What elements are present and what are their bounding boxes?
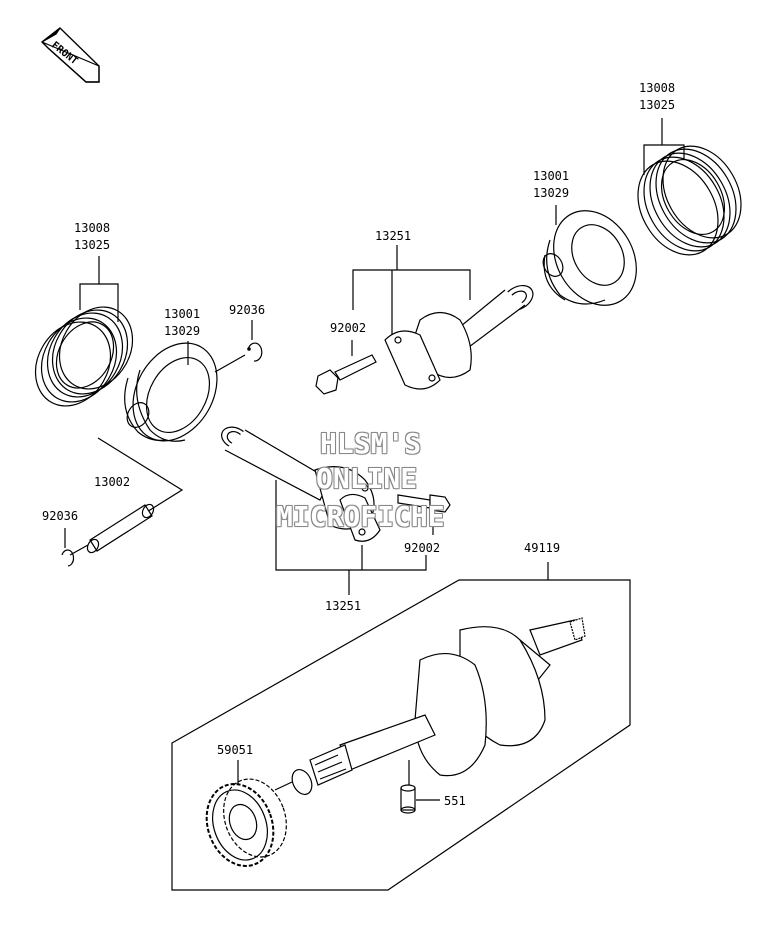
watermark-line-2: ONLINE [316,462,418,495]
rod-bolt-top [315,354,377,395]
label-dowel: 551 [444,794,466,808]
piston-pin [86,503,155,554]
connecting-rod-right [384,284,534,390]
label-rod-assy-bottom: 13251 [325,599,362,613]
label-piston-left-2: 13029 [164,324,201,338]
watermark-line-1: HLSM'S [320,427,422,460]
piston-rings-left [34,306,134,407]
piston-right [542,210,637,306]
label-rod-assy-top: 13251 [375,229,412,243]
circlip-left-bottom [61,549,75,567]
connecting-rod-left [221,426,381,542]
label-piston-right-2: 13029 [533,186,570,200]
crank-gear [205,778,287,867]
label-clip-left-bottom: 92036 [42,509,79,523]
label-rings-left-2: 13025 [74,238,111,252]
label-bolt-bottom: 92002 [404,541,441,555]
crankshaft-frame [171,579,631,891]
piston-left [124,342,218,442]
label-bolt-top: 92002 [330,321,367,335]
label-pin: 13002 [94,475,131,489]
label-rings-right-1: 13008 [639,81,676,95]
circlip-left-top [247,342,263,362]
label-gear: 59051 [217,743,254,757]
dowel-pin [400,784,416,814]
rod-bolt-bottom [397,494,451,513]
label-piston-left-1: 13001 [164,307,201,321]
watermark-line-3: MICROFICHE [276,500,445,533]
crankshaft [291,617,586,795]
label-clip-left-top: 92036 [229,303,266,317]
label-piston-right-1: 13001 [533,169,570,183]
label-rings-left-1: 13008 [74,221,111,235]
piston-rings-right [637,145,742,256]
label-rings-right-2: 13025 [639,98,676,112]
label-crankshaft: 49119 [524,541,561,555]
front-arrow-icon [40,27,100,83]
